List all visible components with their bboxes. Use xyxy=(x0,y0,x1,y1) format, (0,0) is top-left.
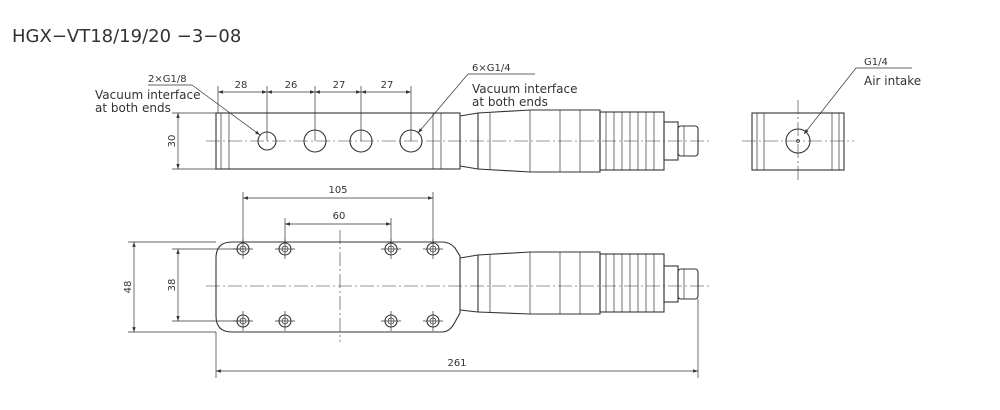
dim-105: 105 xyxy=(328,185,347,196)
drawing-title: HGX−VT18/19/20 −3−08 xyxy=(12,26,242,47)
mounting-holes xyxy=(233,239,443,331)
dim-27-b: 27 xyxy=(381,80,394,91)
label-vacuum-left-2: at both ends xyxy=(95,101,171,115)
front-view: 28 26 27 27 30 2×G1/8 Vacuum interface a… xyxy=(95,63,712,173)
dim-28: 28 xyxy=(235,80,248,91)
dim-30: 30 xyxy=(167,135,178,148)
dim-27-a: 27 xyxy=(333,80,346,91)
dim-26: 26 xyxy=(285,80,298,91)
label-vacuum-right-1: Vacuum interface xyxy=(472,82,577,96)
label-port-large: 6×G1/4 xyxy=(472,63,511,74)
label-vacuum-left-1: Vacuum interface xyxy=(95,88,200,102)
label-vacuum-right-2: at both ends xyxy=(472,95,548,109)
dim-48: 48 xyxy=(123,281,134,294)
top-plate xyxy=(215,241,461,333)
label-port-small: 2×G1/8 xyxy=(148,74,187,85)
dim-38: 38 xyxy=(167,279,178,292)
label-air-intake: Air intake xyxy=(864,74,921,88)
label-intake-port: G1/4 xyxy=(864,57,888,68)
dim-60: 60 xyxy=(333,211,346,222)
top-view: 105 60 48 38 261 xyxy=(123,185,712,378)
dim-261: 261 xyxy=(447,358,466,369)
side-view: G1/4 Air intake xyxy=(742,57,921,182)
